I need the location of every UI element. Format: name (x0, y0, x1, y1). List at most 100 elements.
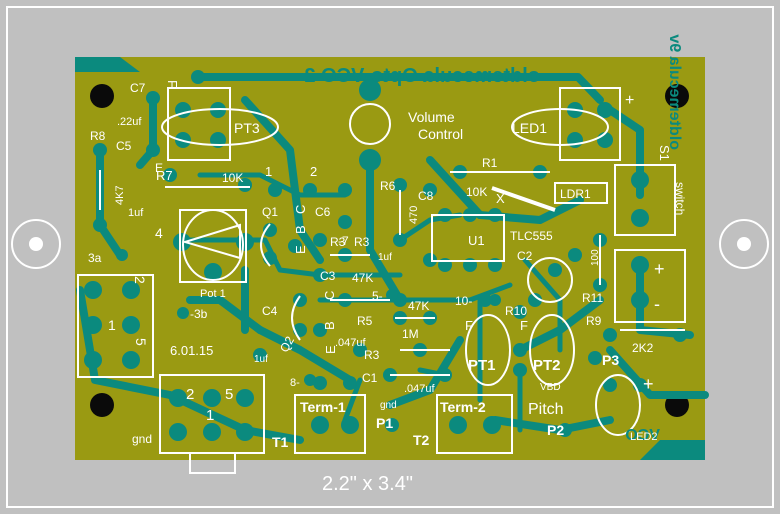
svg-text:R8: R8 (90, 129, 106, 143)
pt1-outline (465, 314, 511, 386)
svg-text:1: 1 (265, 164, 272, 179)
svg-text:switch: switch (673, 182, 687, 215)
svg-text:4K7: 4K7 (114, 185, 126, 205)
pt1-label: PT1 (468, 357, 496, 374)
svg-text:C7: C7 (130, 81, 146, 95)
svg-text:10K: 10K (466, 185, 487, 199)
volume-pot-outline (349, 103, 391, 145)
svg-text:TLC555: TLC555 (510, 229, 553, 243)
svg-text:4: 4 (155, 225, 163, 241)
svg-text:C: C (322, 291, 337, 300)
svg-text:R6: R6 (380, 179, 396, 193)
pt3-lens (161, 108, 279, 146)
pt2-outline (529, 314, 575, 386)
gnd-label: gnd (132, 432, 152, 446)
mount-hole-right (719, 219, 769, 269)
svg-text:B: B (293, 225, 308, 234)
ldr1-outline (554, 182, 608, 204)
svg-text:F: F (465, 318, 473, 333)
svg-text:R7: R7 (156, 168, 173, 183)
svg-text:R3: R3 (354, 235, 370, 249)
svg-text:2: 2 (310, 164, 317, 179)
corner-hole-bl (90, 393, 114, 417)
svg-text:P2: P2 (547, 422, 564, 438)
svg-text:5: 5 (133, 338, 149, 346)
corner-hole-tr (665, 84, 689, 108)
s1-outline (614, 164, 676, 236)
svg-text:Pot 1: Pot 1 (200, 288, 226, 300)
svg-text:VBD: VBD (540, 382, 561, 393)
svg-text:R3: R3 (330, 235, 346, 249)
pt2-label: PT2 (533, 357, 561, 374)
control-label: Control (418, 126, 463, 142)
svg-text:LDR1: LDR1 (560, 187, 591, 201)
svg-text:.047uf: .047uf (335, 337, 367, 349)
copper-pour-br (640, 440, 705, 460)
svg-text:R10: R10 (505, 304, 527, 318)
svg-text:E: E (323, 345, 338, 354)
volume-label: Volume (408, 109, 455, 125)
pt3-label: PT3 (234, 120, 260, 136)
svg-text:R3: R3 (364, 348, 380, 362)
svg-text:.047uf: .047uf (404, 383, 436, 395)
svg-text:B: B (322, 321, 337, 330)
pt3-outline (167, 87, 231, 161)
svg-text:2: 2 (186, 386, 194, 403)
svg-text:5: 5 (225, 386, 233, 403)
svg-text:S1: S1 (657, 145, 672, 161)
copper-pour-tl (75, 57, 140, 72)
enclosure-outline (6, 6, 774, 508)
svg-text:LED2: LED2 (630, 431, 658, 443)
battery-mirrored: oldtemecula 9v (666, 34, 683, 150)
svg-text:+: + (643, 374, 654, 394)
svg-text:T2: T2 (413, 432, 430, 448)
svg-text:U1: U1 (468, 233, 485, 248)
svg-text:2: 2 (132, 276, 148, 284)
svg-text:R5: R5 (357, 314, 373, 328)
svg-text:C5: C5 (116, 139, 132, 153)
silkscreen-outlines (77, 87, 686, 474)
svg-text:C8: C8 (418, 189, 434, 203)
svg-text:10K: 10K (222, 171, 243, 185)
term2-outline (436, 394, 513, 454)
svg-text:.22uf: .22uf (117, 116, 142, 128)
svg-text:C2: C2 (517, 249, 533, 263)
svg-text:R1: R1 (482, 156, 498, 170)
svg-text:P1: P1 (376, 415, 393, 431)
svg-text:E: E (293, 245, 308, 254)
svg-text:C3: C3 (320, 269, 336, 283)
svg-text:+: + (625, 92, 634, 109)
svg-text:X: X (496, 191, 505, 206)
svg-text:T1: T1 (272, 434, 289, 450)
svg-text:F: F (520, 318, 528, 333)
svg-text:1M: 1M (402, 327, 419, 341)
svg-text:10-: 10- (455, 294, 472, 308)
jack1-outline (77, 274, 154, 378)
svg-text:P3: P3 (602, 352, 619, 368)
svg-text:F: F (165, 80, 180, 88)
dimensions-label: 2.2" x 3.4" (322, 473, 413, 495)
led2-outline (595, 374, 641, 436)
svg-text:5-: 5- (372, 289, 383, 303)
term1-label: Term-1 (300, 399, 346, 415)
svg-text:-7: -7 (338, 234, 349, 248)
mount-hole-right-center (737, 237, 751, 251)
svg-text:8-: 8- (290, 377, 300, 389)
svg-text:C6: C6 (315, 205, 331, 219)
svg-text:47K: 47K (408, 299, 429, 313)
term2-label: Term-2 (440, 399, 486, 415)
svg-text:gnd: gnd (380, 400, 397, 411)
svg-text:1uf: 1uf (378, 252, 392, 263)
mount-hole-left-center (29, 237, 43, 251)
svg-text:-: - (654, 294, 660, 314)
led1-lens (511, 108, 609, 146)
svg-text:470: 470 (408, 206, 420, 224)
term1-outline (294, 394, 366, 454)
svg-text:Q1: Q1 (262, 205, 278, 219)
vco-mirrored: VCO (625, 427, 660, 444)
svg-text:R9: R9 (586, 314, 602, 328)
svg-text:47K: 47K (352, 271, 373, 285)
svg-text:R11: R11 (582, 291, 603, 305)
title-mirrored: oldtemecula Opto-VCO 2 (304, 65, 540, 87)
battery-outline (614, 249, 686, 323)
